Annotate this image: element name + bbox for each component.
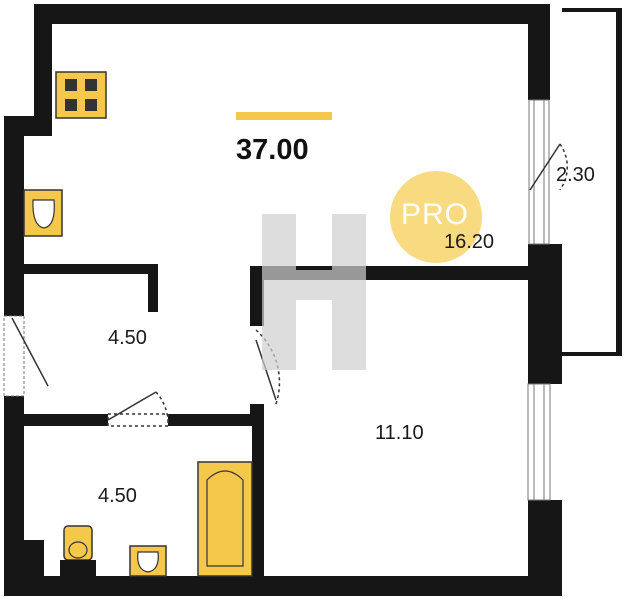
- pro-badge-text: PRO: [401, 198, 470, 231]
- balcony-area-label: 2.30: [556, 164, 595, 186]
- toilet-icon: [60, 525, 96, 576]
- kitchen-sink-icon: [23, 189, 63, 237]
- walls: [4, 4, 622, 596]
- total-area-label: 37.00: [236, 134, 309, 166]
- pro-badge: [390, 171, 482, 263]
- bathtub-icon: [197, 461, 253, 577]
- bathroom-area-label: 4.50: [98, 485, 137, 507]
- total-area-bar: [236, 112, 332, 120]
- watermark-logo: [262, 214, 366, 370]
- hallway-area-label: 4.50: [108, 327, 147, 349]
- door-icon: [11, 143, 569, 427]
- stove-icon: [55, 71, 107, 119]
- bedroom-area-label: 11.10: [375, 422, 424, 444]
- wash-basin-icon: [129, 545, 167, 577]
- window-icon: [3, 99, 551, 501]
- living-room-area-label: 16.20: [444, 231, 495, 253]
